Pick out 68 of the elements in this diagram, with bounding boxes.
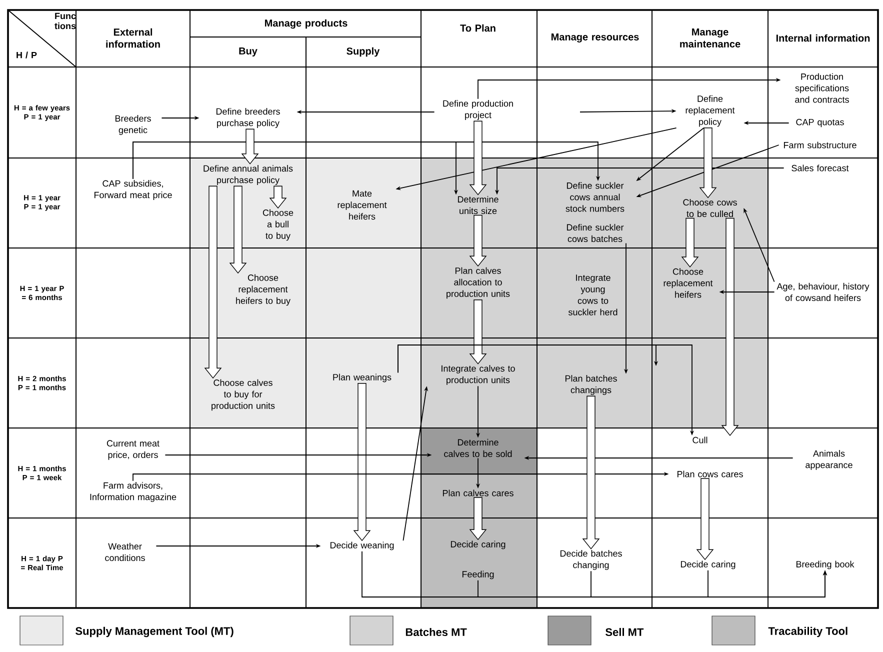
activity-label: Age, behaviour, history of cowsand heifers	[776, 282, 870, 302]
activity-label: Production specifications and contracts	[795, 73, 849, 103]
block-arrow	[469, 214, 487, 267]
activity-label: Integrate calves to production units	[442, 365, 515, 385]
column-header: Manage products	[265, 19, 348, 29]
activity-label: Choose a bull to buy	[262, 209, 294, 241]
activity-label: Choose cows to be culled	[683, 198, 737, 218]
column-header: Buy	[239, 48, 258, 56]
activity-label: Determine calves to be sold	[444, 438, 512, 458]
block-arrow	[582, 396, 600, 550]
activity-label: Plan weanings	[333, 374, 392, 382]
activity-label: Mate replacement heifers	[338, 190, 387, 220]
block-arrow	[469, 497, 487, 540]
activity-label: Integrate young cows to suckler herd	[568, 274, 618, 316]
activity-label: Feeding	[462, 570, 494, 580]
activity-label: Define production project	[443, 100, 513, 120]
block-arrow	[469, 300, 487, 364]
activity-label: Animals appearance	[806, 450, 852, 470]
activity-label: CAP subsidies, Forward meat price	[94, 180, 172, 200]
activity-label: Breeders genetic	[115, 115, 151, 135]
column-header: Internal information	[776, 34, 870, 42]
activity-label: Define replacement policy	[686, 95, 735, 127]
legend-label: Batches MT	[406, 628, 467, 636]
activity-label: CAP quotas	[796, 118, 844, 128]
column-header: External information	[106, 28, 160, 48]
block-arrow	[681, 218, 699, 268]
activity-label: Plan cows cares	[677, 470, 743, 478]
corner-label: H / P	[16, 52, 37, 58]
activity-label: Plan calves cares	[442, 490, 514, 496]
block-arrow	[721, 218, 739, 436]
legend-label: Tracability Tool	[768, 626, 848, 638]
activity-label: Define suckler cows annual stock numbers	[566, 182, 624, 212]
block-arrow	[229, 186, 247, 274]
activity-label: Define annual animals purchase policy	[204, 165, 293, 185]
activity-label: Breeding book	[796, 560, 854, 570]
block-arrow	[469, 120, 487, 196]
block-arrow	[269, 186, 287, 209]
block-arrow	[204, 186, 222, 379]
activity-label: Decide weaning	[330, 542, 394, 550]
block-arrow	[353, 383, 371, 542]
activity-label: Weather conditions	[105, 542, 145, 562]
legend-label: Sell MT	[606, 628, 644, 636]
activity-label: Decide caring	[680, 560, 736, 570]
activity-label: Plan batches changings	[565, 375, 617, 395]
activity-label: Farm advisors, Information magazine	[90, 482, 176, 502]
block-arrow	[699, 128, 717, 198]
activity-label: Choose replacement heifers	[664, 268, 713, 298]
column-header: Manage maintenance	[680, 28, 740, 48]
activity-label: Decide caring	[450, 540, 506, 550]
arrow	[398, 344, 658, 374]
activity-label: Define suckler cows batches	[566, 224, 624, 242]
activity-label: Determine units size	[458, 196, 498, 214]
activity-label: Define breeders purchase policy	[216, 108, 280, 128]
activity-label: Plan calves allocation to production units	[446, 267, 510, 299]
legend-label: Supply Management Tool (MT)	[76, 626, 234, 638]
column-header: Manage resources	[552, 34, 639, 42]
column-header: Supply	[346, 47, 380, 57]
block-arrow	[241, 128, 259, 164]
activity-label: Choose calves to buy for production units	[212, 379, 275, 411]
activity-label: Sales forecast	[792, 164, 849, 172]
activity-label: Cull	[692, 436, 708, 444]
activity-label: Farm substructure	[784, 142, 856, 148]
column-header: To Plan	[460, 24, 496, 32]
activity-label: Decide batches changing	[560, 550, 622, 570]
activity-label: Current meat price, orders	[106, 440, 160, 460]
activity-label: Choose replacement heifers to buy	[236, 274, 290, 306]
corner-label: Func tions	[54, 12, 76, 30]
block-arrow	[696, 478, 714, 560]
